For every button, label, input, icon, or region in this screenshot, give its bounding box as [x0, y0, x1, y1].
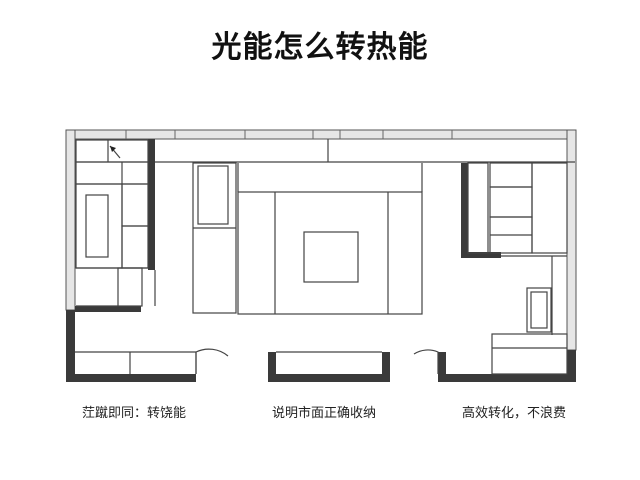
sofa-cushion	[197, 165, 229, 225]
left-cabinet-second	[75, 161, 149, 185]
right-room-bottom-wall	[461, 252, 501, 258]
bottom-wall-right	[438, 374, 576, 382]
right-room-partition	[461, 163, 468, 258]
right-bench	[491, 333, 568, 375]
right-cabinet-2	[489, 186, 533, 218]
rug	[237, 191, 423, 315]
left-nightstand	[121, 183, 149, 227]
coffee-table	[303, 231, 359, 283]
left-room-bottom-wall	[75, 306, 141, 312]
right-wall-lower	[567, 350, 576, 382]
top-wall	[65, 129, 577, 140]
left-wall-lower	[66, 310, 75, 382]
left-bed	[75, 183, 123, 269]
caption-left: 茳蹴即同：转饶能	[82, 406, 187, 421]
left-shelf	[117, 267, 143, 307]
left-bed-pillow	[85, 194, 109, 258]
bottom-wall-mid-left-post	[268, 352, 276, 382]
bottom-wall-right-post	[438, 352, 446, 382]
top-wall-ticks	[125, 130, 453, 139]
interior-lines	[75, 139, 575, 375]
bottom-wall-left	[66, 374, 196, 382]
dark-walls	[66, 139, 576, 382]
right-wardrobe	[531, 162, 568, 254]
right-shelf	[467, 162, 489, 254]
sofa-left	[192, 162, 237, 314]
left-wall-upper	[65, 129, 76, 311]
bottom-wall-mid-right-post	[382, 352, 390, 382]
arrow-icon	[110, 146, 116, 152]
bottom-wall-mid	[268, 374, 390, 382]
caption-right: 高效转化，不浪费	[462, 406, 567, 421]
page-title: 光能怎么转热能	[211, 30, 429, 65]
right-desk	[526, 287, 552, 333]
right-cabinet-1	[489, 162, 533, 188]
door-swing-left	[195, 348, 229, 374]
door-swing-right	[413, 349, 439, 374]
right-wall-upper	[566, 129, 577, 351]
caption-middle: 说明市面正确收纳	[272, 406, 377, 421]
left-room-partition	[148, 139, 155, 270]
